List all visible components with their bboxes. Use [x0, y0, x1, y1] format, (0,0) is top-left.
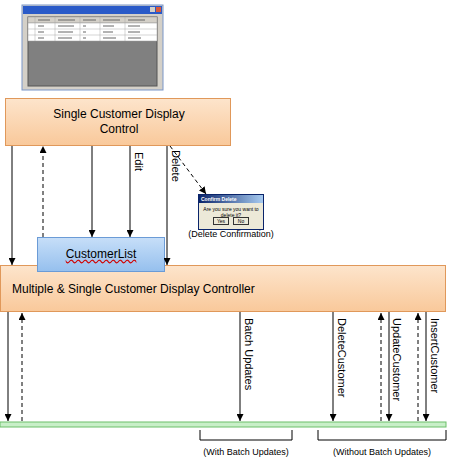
connector-arrow [130, 146, 131, 237]
box-title: Single Customer Display Control [6, 107, 232, 137]
dialog-title: Confirm Delete [199, 195, 263, 203]
method-label: InsertCustomer [429, 318, 441, 393]
connector-arrow [167, 146, 168, 265]
grid-lines [28, 17, 157, 41]
grid-area [28, 17, 157, 86]
window-frame [22, 5, 163, 90]
note-label: (With Batch Updates) [196, 447, 296, 458]
grid-cell-marks [38, 20, 145, 38]
return-arrow [381, 313, 382, 421]
lower-connectors [8, 312, 426, 421]
down-arrow [333, 312, 334, 421]
dialog-button: No [233, 217, 249, 225]
dialog-message: Are you sure you want to delete it? [200, 206, 262, 218]
customer-list-box: CustomerList [37, 237, 165, 272]
dialog-button: Yes [213, 217, 229, 225]
method-label: Batch Updates [243, 318, 255, 390]
window-thumbnail [22, 5, 163, 90]
window-button [150, 7, 155, 12]
connector-arrow [12, 146, 13, 265]
controller-box: Multiple & Single Customer Display Contr… [0, 265, 446, 312]
note-label: (Delete Confirmation) [188, 229, 274, 240]
dashed-connector [43, 146, 44, 237]
return-arrow [418, 313, 419, 421]
down-arrow [389, 312, 390, 421]
data-store-bar [0, 422, 446, 427]
window-titlebar [23, 6, 162, 14]
box-title: CustomerList [38, 247, 164, 262]
bracket [200, 430, 292, 440]
edge-label: Edit [133, 152, 145, 171]
return-arrow [22, 313, 23, 421]
note-label: (Without Batch Updates) [318, 447, 446, 458]
box-title: Multiple & Single Customer Display Contr… [12, 282, 432, 297]
edge-label: Delete [170, 150, 182, 182]
confirm-dialog: Confirm DeleteAre you sure you want to d… [198, 194, 264, 230]
window-button [156, 7, 161, 12]
bracket [318, 430, 446, 440]
down-arrow [240, 312, 241, 421]
method-label: DeleteCustomer [336, 318, 348, 397]
connector-arrow [92, 146, 93, 237]
display-control-box: Single Customer Display Control [5, 98, 231, 146]
down-arrow [426, 312, 427, 421]
method-label: UpdateCustomer [391, 318, 403, 401]
dashed-connector [170, 146, 206, 194]
down-arrow [8, 312, 9, 421]
